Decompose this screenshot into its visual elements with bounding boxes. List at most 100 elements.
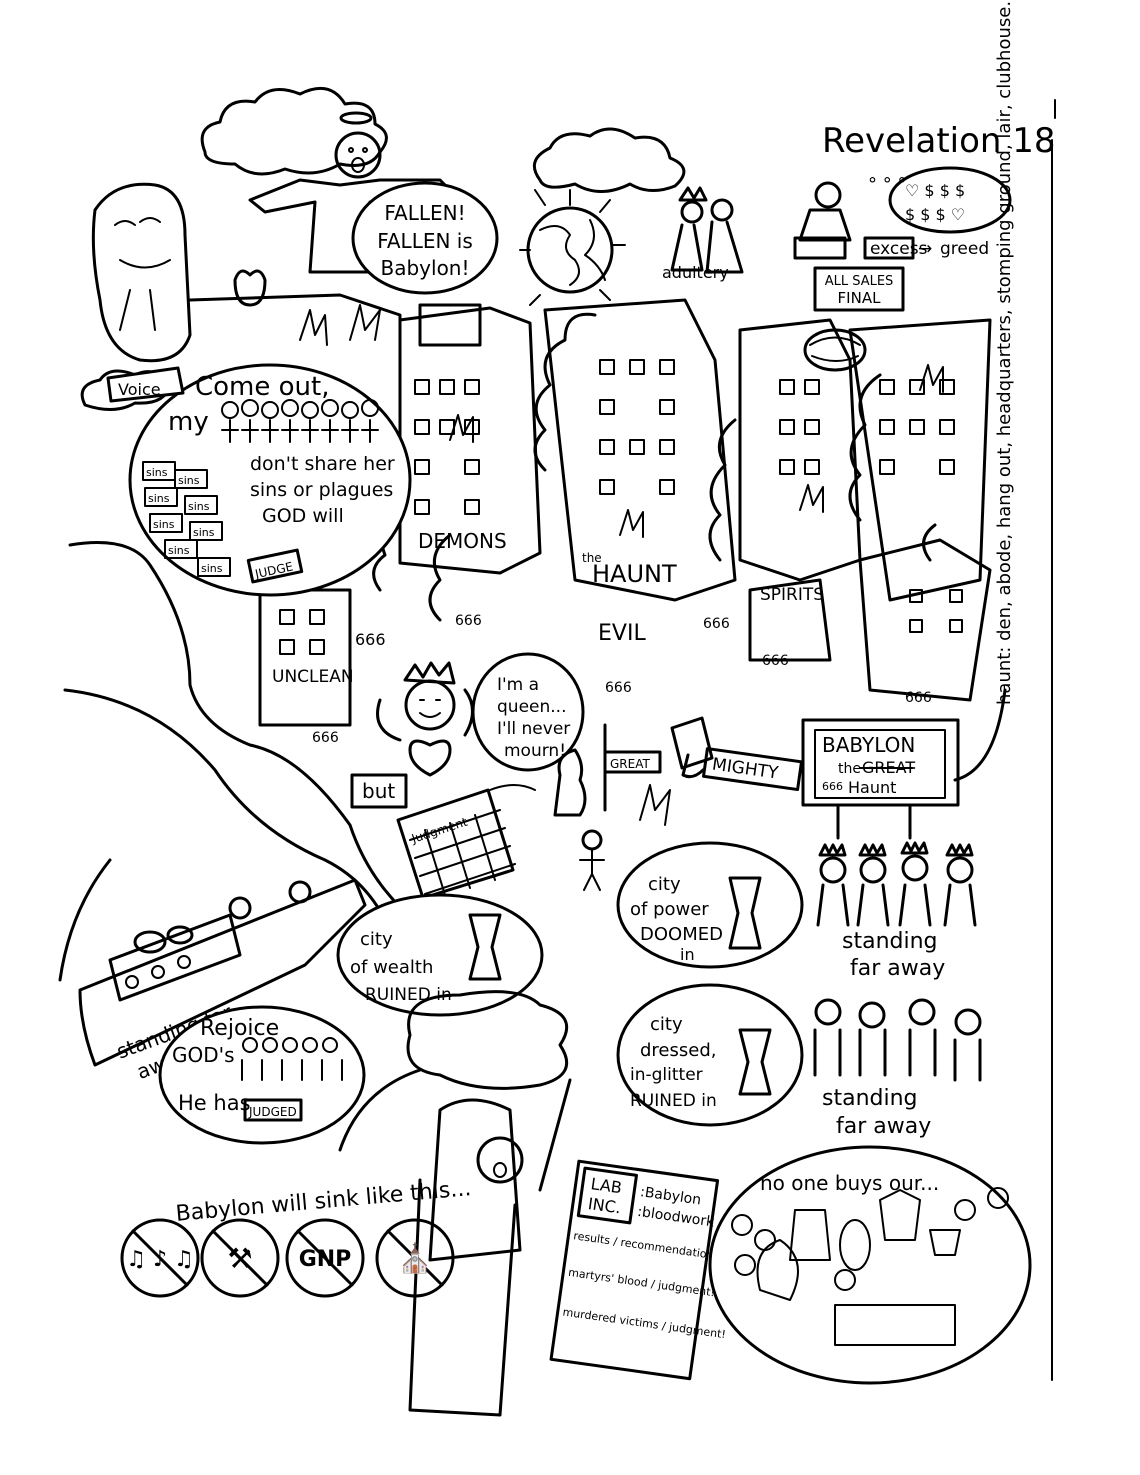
svg-text:666: 666 — [762, 653, 789, 669]
city-of-power-bubble: city of power DOOMED in — [616, 841, 804, 969]
svg-text:sins: sins — [168, 544, 190, 557]
lab-report: LAB INC. :Babylon :bloodwork results / r… — [549, 1159, 727, 1381]
svg-text:Haunt: Haunt — [848, 778, 896, 797]
svg-text:far away: far away — [850, 956, 945, 981]
svg-text:standing: standing — [822, 1086, 918, 1111]
svg-text:Babylon!: Babylon! — [381, 256, 470, 280]
svg-text:city: city — [360, 929, 393, 950]
svg-text:RUINED in: RUINED in — [630, 1091, 717, 1111]
svg-text:EVIL: EVIL — [598, 621, 646, 646]
svg-text:FINAL: FINAL — [838, 289, 882, 307]
svg-text:dressed,: dressed, — [640, 1040, 716, 1061]
gnp-icon: GNP — [299, 1247, 352, 1272]
svg-text:GOD's: GOD's — [172, 1043, 235, 1067]
svg-text:INC.: INC. — [587, 1194, 622, 1217]
no-one-buys-bubble: no one buys our... — [708, 1145, 1032, 1385]
mourning-merchants: standing far away — [813, 998, 982, 1139]
svg-text:DEMONS: DEMONS — [418, 529, 507, 553]
svg-text:666: 666 — [822, 780, 843, 793]
mourning-kings: standing far away — [816, 841, 977, 981]
svg-text:GOD will: GOD will — [262, 505, 344, 527]
wedding-cake-icon: ⛪ — [398, 1241, 433, 1275]
svg-text:BABYLON: BABYLON — [822, 733, 915, 757]
svg-text:sins: sins — [153, 518, 175, 531]
svg-text:RUINED in: RUINED in — [365, 985, 452, 1005]
svg-text:sins: sins — [148, 492, 170, 505]
cloud-top-left — [200, 86, 388, 176]
svg-text:the: the — [582, 551, 602, 565]
svg-text:FALLEN!: FALLEN! — [384, 201, 465, 225]
svg-text:my: my — [168, 407, 209, 437]
svg-text:666: 666 — [355, 630, 386, 649]
svg-text:666: 666 — [703, 616, 730, 632]
svg-text:the: the — [838, 761, 861, 777]
river-bank — [68, 541, 422, 927]
svg-text:sins: sins — [178, 474, 200, 487]
svg-text:sins or plagues: sins or plagues — [250, 479, 393, 501]
bearded-figure — [91, 182, 192, 363]
babylon-billboard: BABYLON the GREAT 666 Haunt — [801, 688, 1007, 840]
svg-text:I'm a: I'm a — [497, 675, 539, 695]
svg-text:in: in — [680, 945, 695, 964]
svg-text:I'll never: I'll never — [497, 719, 570, 739]
proud-queen: I'm a queen... I'll never mourn! — [376, 652, 585, 777]
svg-text:SPIRITS: SPIRITS — [760, 585, 824, 605]
svg-text:sins: sins — [193, 526, 215, 539]
svg-text:FALLEN is: FALLEN is — [377, 229, 473, 253]
svg-text:666: 666 — [455, 613, 482, 629]
svg-text:$ $ $ ♡: $ $ $ ♡ — [905, 205, 965, 224]
svg-text:ALL SALES: ALL SALES — [825, 274, 894, 289]
svg-text:sins: sins — [201, 562, 223, 575]
millstone-angel — [338, 990, 572, 1417]
svg-text:city: city — [648, 874, 681, 895]
svg-text:greed: greed — [940, 239, 989, 259]
come-out-speech-bubble: Voice Come out, my don't share her sins … — [80, 363, 412, 597]
svg-text:JUDGED: JUDGED — [248, 1105, 297, 1119]
burning-city — [188, 269, 992, 826]
svg-text:mourn!: mourn! — [504, 741, 566, 761]
svg-text:Judgment: Judgment — [409, 815, 469, 847]
svg-text:666: 666 — [905, 690, 932, 706]
svg-text:haunt: den, abode, hang out, h: haunt: den, abode, hang out, headquarter… — [994, 0, 1015, 705]
svg-text:Rejoice: Rejoice — [200, 1016, 279, 1041]
svg-text:adultery: adultery — [662, 263, 729, 282]
svg-text:in-glitter: in-glitter — [630, 1065, 703, 1085]
fallen-speech-bubble: FALLEN! FALLEN is Babylon! — [351, 181, 499, 295]
globe-icon — [519, 189, 626, 306]
svg-text:LAB: LAB — [590, 1174, 624, 1197]
svg-text:city: city — [650, 1014, 683, 1035]
page-title: Revelation 18 — [822, 121, 1056, 161]
svg-text:UNCLEAN: UNCLEAN — [272, 667, 354, 687]
svg-text:of wealth: of wealth — [350, 957, 433, 978]
svg-text:queen...: queen... — [497, 697, 566, 717]
svg-text:→: → — [918, 239, 932, 259]
svg-text:666: 666 — [312, 730, 339, 746]
cloud-top-center — [532, 127, 686, 193]
svg-text:sins: sins — [146, 466, 168, 479]
greedy-merchant: ° ° ° ♡ $ $ $ $ $ $ ♡ excess → greed ALL… — [793, 166, 1012, 312]
svg-text:GREAT: GREAT — [610, 757, 650, 771]
svg-text:don't share her: don't share her — [250, 453, 395, 475]
millstone-icon: ⚒ — [227, 1242, 252, 1275]
svg-text:standing: standing — [842, 929, 938, 954]
svg-text:Come out,: Come out, — [195, 372, 330, 402]
svg-text:HAUNT: HAUNT — [592, 560, 677, 588]
svg-text:° ° °: ° ° ° — [868, 174, 906, 195]
svg-text:but: but — [362, 779, 395, 803]
city-in-glitter-bubble: city dressed, in-glitter RUINED in — [616, 983, 804, 1127]
adulterous-couple: adultery — [662, 186, 744, 282]
svg-text:far away: far away — [836, 1114, 931, 1139]
judgment-calendar: but Judgment — [350, 773, 536, 900]
svg-text:DOOMED: DOOMED — [640, 924, 723, 945]
svg-text:excess: excess — [870, 239, 928, 259]
svg-text:666: 666 — [605, 680, 632, 696]
svg-text:of power: of power — [630, 899, 709, 920]
city-of-wealth-bubble: city of wealth RUINED in — [336, 893, 544, 1017]
svg-text:He has: He has — [178, 1091, 251, 1115]
svg-text:no one buys our...: no one buys our... — [760, 1171, 939, 1195]
svg-text:sins: sins — [188, 500, 210, 513]
music-icon: ♫ ♪ ♫ — [126, 1247, 193, 1272]
rejoice-bubble: Rejoice GOD's He has JUDGED — [158, 1005, 366, 1145]
svg-text:♡ $ $ $: ♡ $ $ $ — [905, 181, 965, 200]
